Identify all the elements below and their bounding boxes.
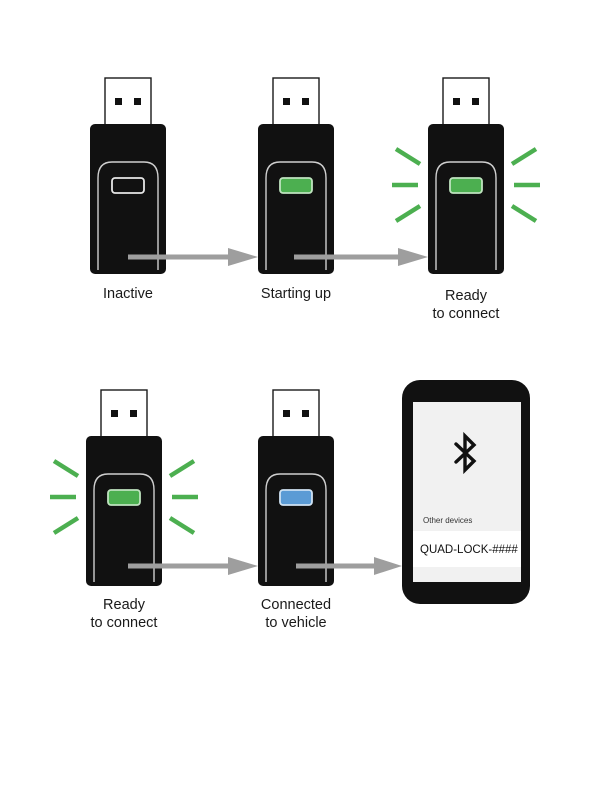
dongle-starting-up bbox=[258, 77, 334, 274]
usb-contact-hole bbox=[111, 410, 118, 417]
status-led bbox=[107, 489, 141, 506]
step-label-inactive: Inactive bbox=[103, 286, 153, 302]
phone: Other devices QUAD-LOCK-#### bbox=[402, 380, 530, 604]
usb-contact-hole bbox=[302, 98, 309, 105]
usb-connector bbox=[272, 389, 320, 439]
bluetooth-icon bbox=[454, 431, 477, 475]
usb-contact-hole bbox=[472, 98, 479, 105]
usb-connector bbox=[442, 77, 490, 127]
dongle-face-outline bbox=[97, 161, 159, 270]
phone-device-name[interactable]: QUAD-LOCK-#### bbox=[420, 544, 518, 556]
dongle-face-outline bbox=[265, 473, 327, 582]
usb-contact-hole bbox=[283, 410, 290, 417]
glow-ray bbox=[394, 147, 422, 166]
arrow-connected-to-phone bbox=[296, 557, 402, 575]
dongle-inactive bbox=[90, 77, 166, 274]
usb-contact-hole bbox=[302, 410, 309, 417]
glow-ray bbox=[168, 459, 196, 478]
usb-contact-hole bbox=[130, 410, 137, 417]
usb-contact-hole bbox=[115, 98, 122, 105]
dongle-body bbox=[258, 124, 334, 274]
dongle-ready-to-connect-top bbox=[392, 77, 540, 274]
usb-contact-hole bbox=[134, 98, 141, 105]
glow-ray bbox=[510, 204, 538, 223]
usb-connector bbox=[104, 77, 152, 127]
dongle-ready-to-connect-bottom bbox=[50, 389, 198, 586]
dongle-body bbox=[90, 124, 166, 274]
step-label-connected-to-vehicle: Connected to vehicle bbox=[260, 597, 332, 631]
arrow-starting-to-ready bbox=[294, 248, 428, 266]
dongle-face-outline bbox=[93, 473, 155, 582]
arrow-inactive-to-starting bbox=[128, 248, 258, 266]
status-led bbox=[449, 177, 483, 194]
status-led bbox=[111, 177, 145, 194]
usb-connector bbox=[100, 389, 148, 439]
phone-device-row bbox=[413, 531, 521, 567]
step-label-starting-up: Starting up bbox=[260, 286, 332, 302]
phone-section-label: Other devices bbox=[423, 516, 472, 525]
arrow-ready-to-connected bbox=[128, 557, 258, 575]
step-label-ready-to-connect-bottom: Ready to connect bbox=[90, 597, 158, 631]
glow-ray bbox=[510, 147, 538, 166]
status-led bbox=[279, 177, 313, 194]
dongle-face-outline bbox=[435, 161, 497, 270]
status-led bbox=[279, 489, 313, 506]
glow-ray bbox=[394, 204, 422, 223]
step-label-ready-to-connect-top: Ready to connect bbox=[432, 288, 500, 322]
usb-connector bbox=[272, 77, 320, 127]
glow-ray bbox=[52, 516, 80, 535]
dongle-face-outline bbox=[265, 161, 327, 270]
usb-contact-hole bbox=[453, 98, 460, 105]
usb-contact-hole bbox=[283, 98, 290, 105]
dongle-connected-to-vehicle bbox=[258, 389, 334, 586]
glow-ray bbox=[52, 459, 80, 478]
dongle-body bbox=[428, 124, 504, 274]
glow-ray bbox=[168, 516, 196, 535]
